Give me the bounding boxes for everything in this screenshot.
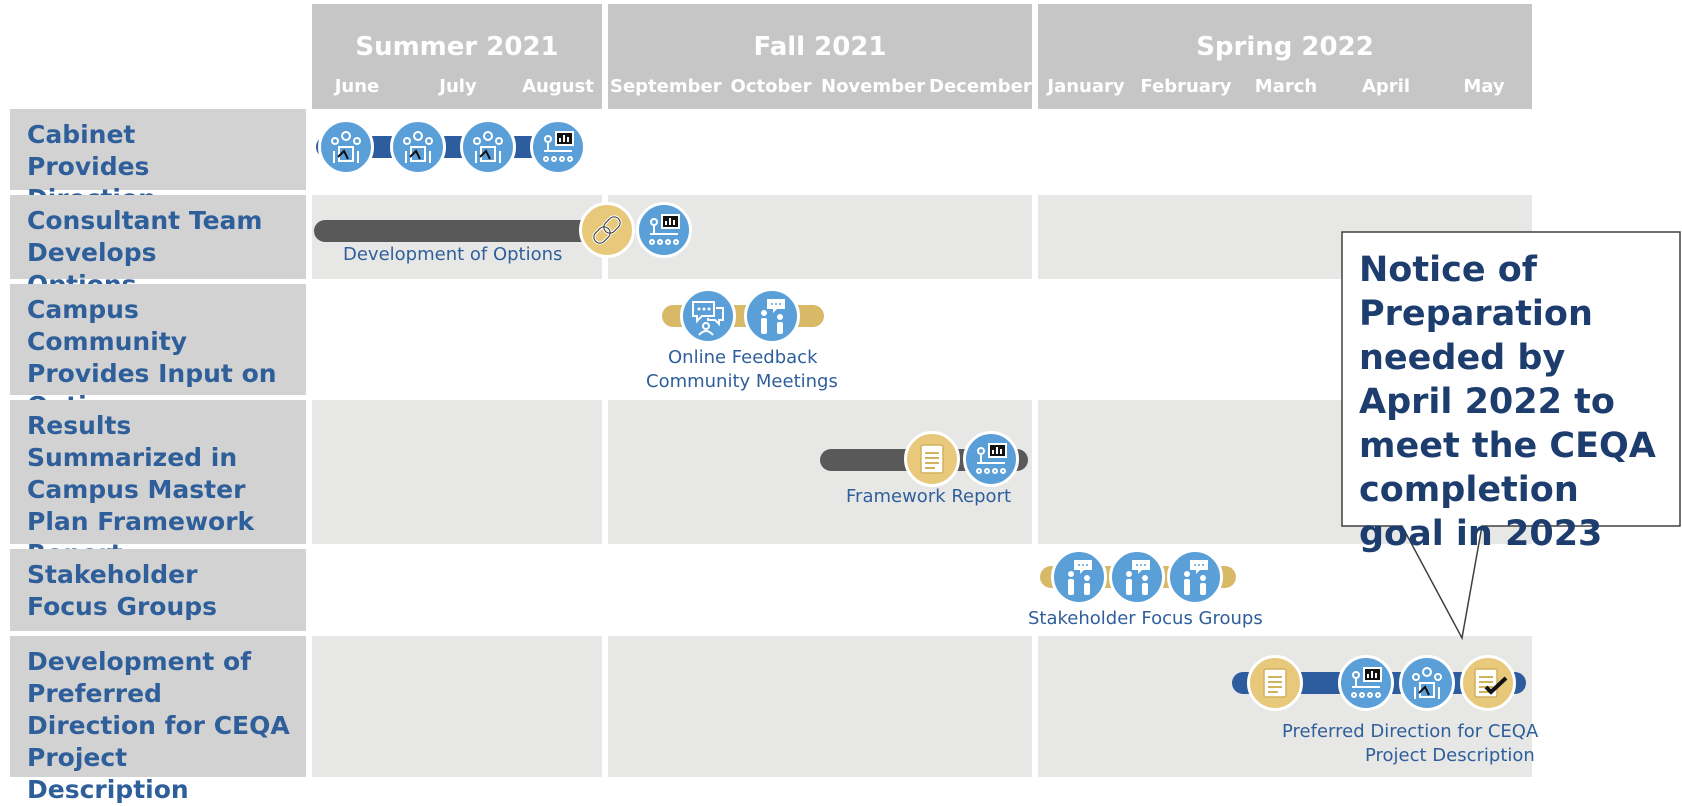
season-header-fall-2021: Fall 2021 September October November Dec…: [608, 4, 1032, 109]
chat-icon: [680, 288, 736, 344]
row-label-results: Results Summarized in Campus Master Plan…: [10, 400, 306, 568]
season-header-summer-2021: Summer 2021 June July August: [312, 4, 602, 109]
report-icon: [904, 431, 960, 487]
focus-group-icon: [1051, 549, 1107, 605]
activity-caption: Stakeholder Focus Groups: [1028, 608, 1263, 629]
presentation-icon: [963, 431, 1019, 487]
row-label-cabinet: Cabinet Provides Direction: [10, 109, 306, 213]
row-band: [608, 400, 1032, 544]
row-label-campus-community: Campus Community Provides Input on Optio…: [10, 284, 306, 420]
activity-caption-line-2: Project Description: [1365, 745, 1535, 766]
activity-caption-line-1: Online Feedback: [668, 347, 818, 368]
focus-group-icon: [1109, 549, 1165, 605]
meeting-icon: [318, 119, 374, 175]
meeting-icon: [1399, 655, 1455, 711]
callout-box: [1341, 231, 1681, 641]
activity-caption-line-1: Preferred Direction for CEQA: [1282, 721, 1539, 742]
report-approved-icon: [1460, 655, 1516, 711]
row-label-preferred-direction: Development of Preferred Direction for C…: [10, 636, 306, 804]
month-label: October: [730, 76, 812, 97]
presentation-icon: [636, 202, 692, 258]
link-icon: [579, 202, 635, 258]
row-band: [608, 636, 1032, 777]
season-title: Summer 2021: [355, 32, 559, 62]
season-title: Fall 2021: [753, 32, 887, 62]
season-header-spring-2022: Spring 2022 January February March April…: [1038, 4, 1532, 109]
month-label: September: [610, 76, 722, 97]
callout-text: Notice of Preparation needed by April 20…: [1359, 250, 1656, 554]
presentation-icon: [530, 119, 586, 175]
row-band: [312, 400, 602, 544]
row-band: [312, 636, 602, 777]
month-label: April: [1361, 76, 1411, 97]
month-label: July: [439, 76, 477, 97]
row-label-consultant: Consultant Team Develops Options: [10, 195, 306, 299]
activity-caption: Framework Report: [846, 486, 1012, 507]
presentation-icon: [1338, 655, 1394, 711]
focus-group-icon: [744, 288, 800, 344]
month-label: December: [929, 76, 1032, 97]
month-label: June: [334, 76, 380, 97]
row-label-stakeholder: Stakeholder Focus Groups: [10, 549, 306, 631]
timeline-bar: [314, 220, 604, 242]
meeting-icon: [460, 119, 516, 175]
month-label: May: [1463, 76, 1505, 97]
season-title: Spring 2022: [1196, 32, 1374, 62]
month-label: February: [1140, 76, 1232, 97]
focus-group-icon: [1167, 549, 1223, 605]
meeting-icon: [390, 119, 446, 175]
activity-caption: Development of Options: [343, 244, 563, 265]
month-label: January: [1047, 76, 1125, 97]
month-label: November: [821, 76, 926, 97]
report-icon: [1247, 655, 1303, 711]
month-label: March: [1254, 76, 1318, 97]
activity-caption-line-2: Community Meetings: [646, 371, 838, 392]
month-label: August: [522, 76, 594, 97]
